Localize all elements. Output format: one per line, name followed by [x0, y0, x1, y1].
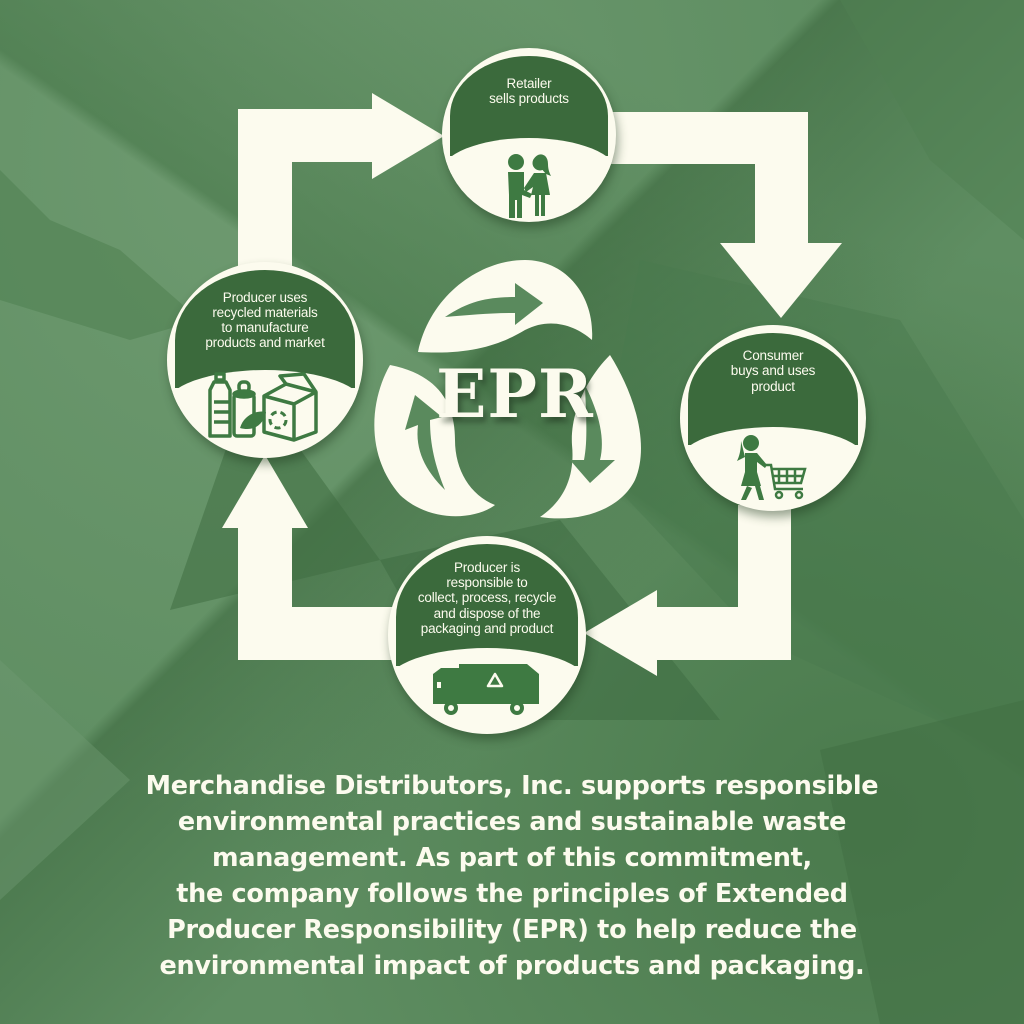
recycling-truck-icon [433, 664, 539, 715]
step-consumer-label: Consumer buys and uses product [730, 348, 816, 394]
step-producer-collects: Producer is responsible to collect, proc… [388, 536, 586, 734]
child-with-shopping-cart-icon [737, 435, 807, 500]
arrow-to-producer-manufactures-icon [222, 455, 398, 660]
step-producer-manufactures: Producer uses recycled materials to manu… [167, 262, 363, 458]
arrow-to-producer-collects-icon [584, 505, 791, 676]
step-producer-collects-label: Producer is responsible to collect, proc… [417, 560, 557, 636]
step-consumer: Consumer buys and uses product [680, 325, 866, 511]
handshake-people-icon [508, 154, 551, 218]
arrow-to-consumer-icon [600, 112, 842, 318]
epr-cycle-diagram: EPR Retailer sells products [167, 48, 866, 734]
epr-title: EPR [436, 355, 594, 433]
statement-line: Merchandise Distributors, Inc. supports … [145, 771, 879, 801]
arrow-to-retailer-icon [238, 93, 444, 289]
flow-arrows [222, 93, 842, 676]
recycled-products-bottle-can-box-icon [208, 372, 318, 442]
statement-line: Producer Responsibility (EPR) to help re… [167, 915, 857, 945]
epr-commitment-statement: Merchandise Distributors, Inc. supports … [40, 768, 984, 984]
statement-line: environmental impact of products and pac… [159, 951, 865, 981]
step-retailer: Retailer sells products [442, 48, 616, 222]
step-producer-manufactures-label: Producer uses recycled materials to manu… [205, 289, 325, 351]
recycle-three-arrows-icon [374, 260, 641, 519]
statement-line: the company follows the principles of Ex… [176, 879, 848, 909]
statement-line: environmental practices and sustainable … [177, 807, 847, 837]
step-retailer-label: Retailer sells products [489, 75, 569, 106]
statement-line: management. As part of this commitment, [212, 843, 812, 873]
